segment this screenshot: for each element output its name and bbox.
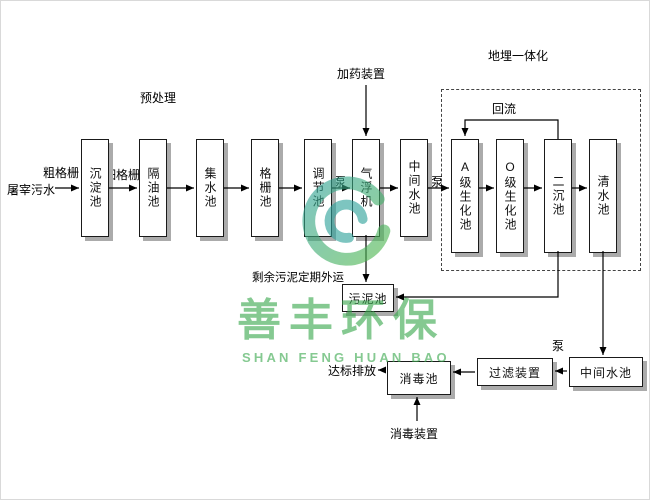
tank-oil-separation: 隔油池	[139, 139, 167, 237]
tank-label: 消毒池	[399, 371, 439, 386]
tank-label: 中间水池	[407, 160, 421, 216]
disinfection-device-label: 消毒装置	[390, 427, 439, 441]
tank-clear-water: 清水池	[589, 139, 617, 253]
tank-water-collection: 集水池	[196, 139, 224, 237]
tank-label: 格栅池	[258, 167, 272, 209]
tank-secondary-sedimentation: 二沉池	[544, 139, 572, 253]
pump-label-3: 泵	[552, 339, 565, 353]
dosing-device-label: 加药装置	[337, 67, 386, 81]
watermark-cn-text: 善丰环保	[237, 296, 445, 345]
tank-sludge: 污泥池	[342, 284, 394, 312]
reflux-label: 回流	[492, 102, 517, 116]
tank-screen: 格栅池	[251, 139, 279, 237]
tank-regulating: 调节池	[304, 139, 332, 237]
excess-sludge-note: 剩余污泥定期外运	[252, 272, 344, 284]
pretreatment-label: 预处理	[140, 91, 177, 105]
coarse-screen-label: 粗格栅	[43, 166, 80, 180]
pump-label-2: 泵	[431, 175, 444, 189]
tank-label: 过滤装置	[488, 365, 541, 380]
tank-label: 中间水池	[579, 365, 632, 380]
tank-label: 二沉池	[551, 175, 565, 217]
tank-label: 集水池	[203, 167, 217, 209]
tank-label: 清水池	[596, 175, 610, 217]
tank-label: O级生化池	[503, 160, 517, 232]
tank-label: 气浮机	[359, 167, 373, 209]
tank-label: A级生化池	[458, 160, 472, 232]
tank-intermediate-1: 中间水池	[400, 139, 428, 237]
tank-a-level-bio: A级生化池	[451, 139, 479, 253]
tank-label: 沉淀池	[88, 167, 102, 209]
tank-sedimentation: 沉淀池	[81, 139, 109, 237]
tank-disinfection: 消毒池	[387, 361, 451, 395]
pump-label-1: 泵	[334, 175, 347, 189]
fine-screen-label: 细格栅	[104, 168, 141, 182]
tank-label: 污泥池	[348, 291, 388, 306]
tank-label: 隔油池	[146, 167, 160, 209]
tank-air-flotation: 气浮机	[352, 139, 380, 237]
filter-device-box: 过滤装置	[477, 358, 553, 386]
tank-label: 调节池	[311, 167, 325, 209]
source-label: 屠宰污水	[7, 183, 56, 197]
tank-intermediate-2: 中间水池	[569, 357, 643, 387]
buried-integration-label: 地埋一体化	[488, 49, 549, 63]
tank-o-level-bio: O级生化池	[496, 139, 524, 253]
discharge-label: 达标排放	[328, 364, 377, 378]
